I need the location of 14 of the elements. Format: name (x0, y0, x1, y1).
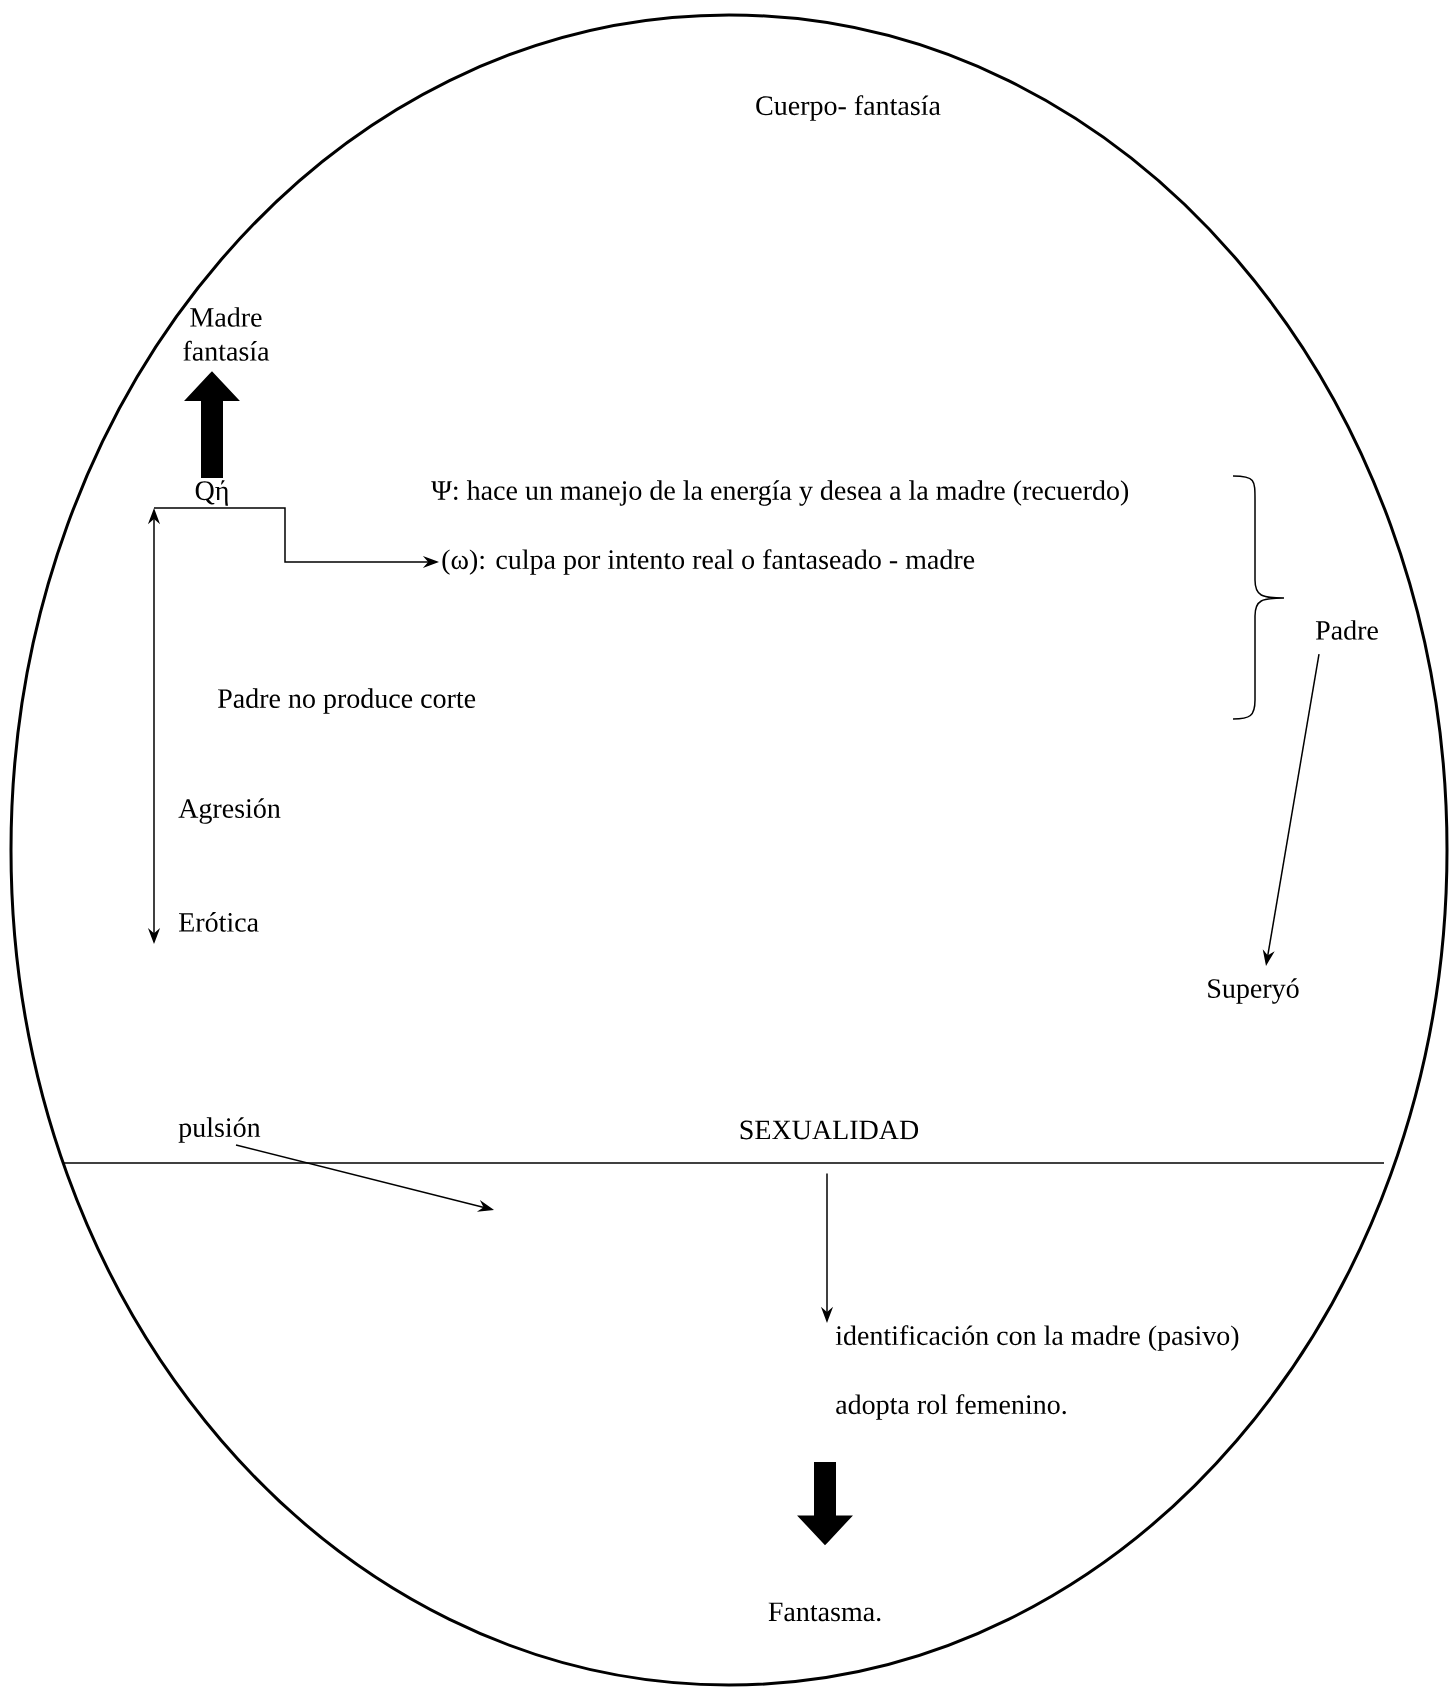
text-label: (ω): culpa por intento real o fantaseado - madre (442, 549, 975, 575)
text-label: Padre (1315, 620, 1378, 640)
text-label: Fantasma. (768, 1602, 881, 1622)
text-label: Qή (195, 480, 228, 506)
text-label: Ψ: hace un manejo de la energía y desea a la madre (recuerdo) (431, 480, 1129, 506)
text-label: Erótica (179, 912, 259, 932)
text-label: adopta rol femenino. (836, 1394, 1066, 1420)
text-label: Madre fantasía (183, 307, 270, 361)
text-label: Superyó (1208, 978, 1299, 1004)
text-label: identificación con la madre (pasivo) (835, 1325, 1239, 1351)
text-label: Agresión (178, 798, 281, 824)
text-label: Padre no produce corte (218, 688, 476, 714)
text-label: pulsión (178, 1117, 261, 1143)
text-label: SEXUALIDAD (740, 1120, 919, 1140)
